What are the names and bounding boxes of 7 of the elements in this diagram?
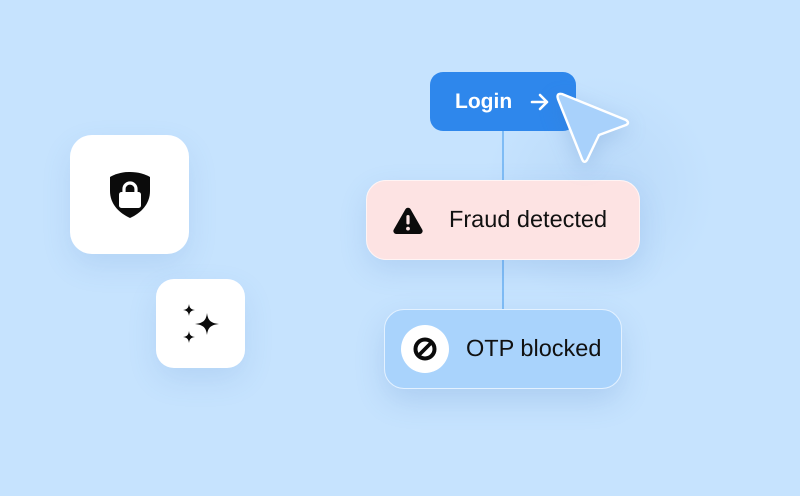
connector-line bbox=[502, 131, 504, 180]
status-card bbox=[384, 309, 622, 389]
alert-card bbox=[366, 180, 640, 260]
connector-line bbox=[502, 260, 504, 309]
login-button: Login bbox=[430, 72, 576, 131]
status-text: OTP blocked bbox=[466, 334, 602, 364]
alert-text: Fraud detected bbox=[449, 205, 608, 234]
